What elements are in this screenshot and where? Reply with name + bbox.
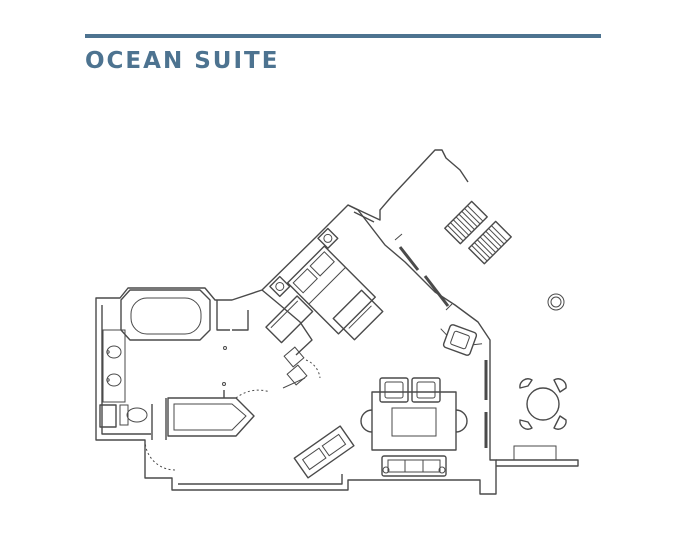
dining-table (519, 378, 567, 430)
closet (265, 295, 314, 344)
sun-lounger-1 (444, 200, 488, 245)
entry-door (261, 289, 321, 389)
page-title: OCEAN SUITE (85, 48, 280, 74)
terrace-planter (496, 445, 579, 467)
side-table (547, 293, 565, 311)
sun-lounger-2 (468, 220, 512, 265)
media-console (293, 425, 355, 479)
header-rule (85, 34, 601, 38)
shower-stall (167, 382, 271, 437)
exterior-walls (95, 149, 497, 495)
bed-group (269, 227, 376, 335)
desk-chair (332, 289, 384, 341)
armchair (440, 324, 483, 356)
living-room-seating (360, 377, 468, 477)
bathtub (120, 289, 211, 341)
toilet (99, 404, 148, 428)
bath-partitions (144, 300, 249, 471)
double-vanity (102, 329, 126, 403)
window-bedroom (394, 233, 453, 311)
